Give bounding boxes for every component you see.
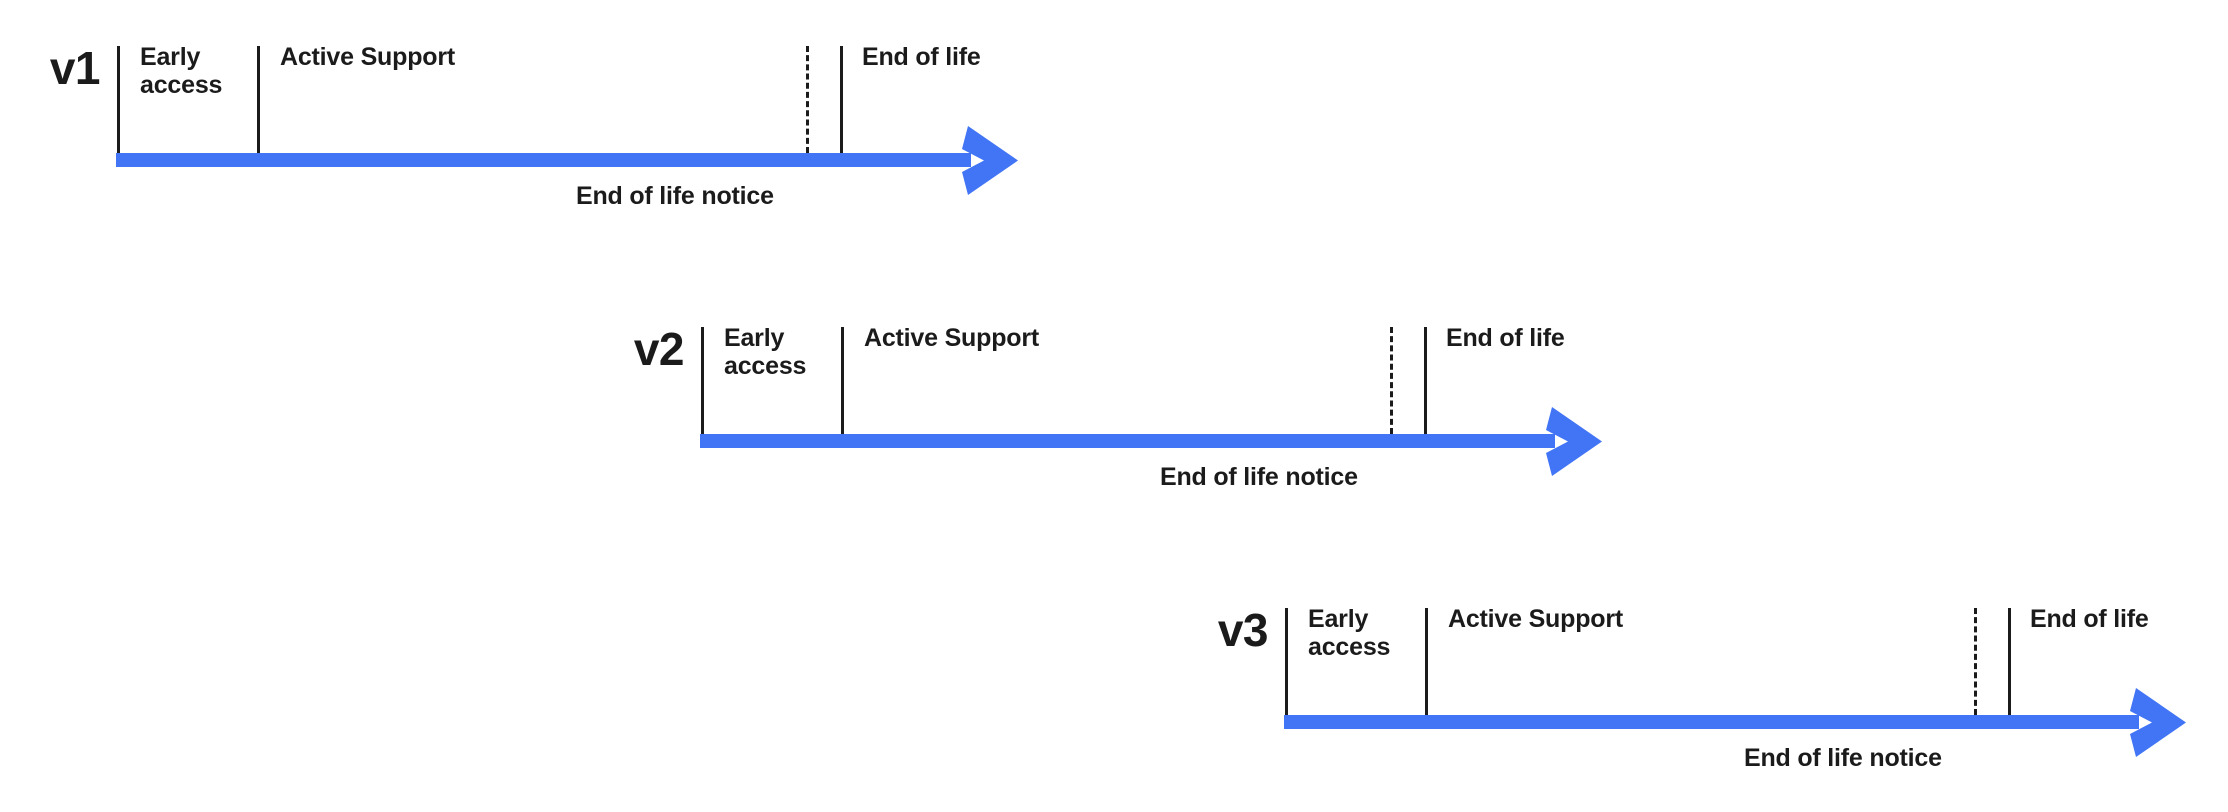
phase-label-end-of-life-v1: End of life — [862, 43, 981, 71]
phase-divider-end-of-life-start-v1 — [840, 46, 843, 153]
arrow-head-icon-v1 — [962, 126, 1018, 195]
lifetime-bar-v2 — [700, 434, 1555, 448]
phase-label-early-access-v1: Early access — [140, 43, 223, 99]
arrow-head-icon-v2 — [1546, 407, 1602, 476]
timeline-row-v1: v1 Early access Active Support End of li… — [0, 0, 2228, 230]
phase-divider-active-support-start-v2 — [841, 327, 844, 434]
timeline-row-v2: v2 Early access Active Support End of li… — [0, 281, 2228, 511]
phase-divider-eol-notice-v3 — [1974, 608, 1977, 715]
phase-label-early-access-v2: Early access — [724, 324, 807, 380]
version-label-v2: v2 — [633, 323, 685, 375]
lifetime-bar-v1 — [116, 153, 971, 167]
timeline-row-v3: v3 Early access Active Support End of li… — [0, 562, 2228, 792]
phase-divider-end-of-life-start-v3 — [2008, 608, 2011, 715]
phase-label-active-support-v1: Active Support — [280, 43, 455, 71]
arrow-head-icon-v3 — [2130, 688, 2186, 757]
eol-notice-label-v2: End of life notice — [1160, 463, 1358, 491]
phase-divider-early-access-start-v1 — [117, 46, 120, 153]
phase-label-active-support-v2: Active Support — [864, 324, 1039, 352]
phase-label-end-of-life-v2: End of life — [1446, 324, 1565, 352]
phase-divider-active-support-start-v1 — [257, 46, 260, 153]
version-label-v1: v1 — [49, 42, 101, 94]
version-label-v3: v3 — [1217, 604, 1269, 656]
phase-divider-early-access-start-v3 — [1285, 608, 1288, 715]
phase-label-end-of-life-v3: End of life — [2030, 605, 2149, 633]
phase-divider-eol-notice-v1 — [806, 46, 809, 153]
eol-notice-label-v1: End of life notice — [576, 182, 774, 210]
phase-label-active-support-v3: Active Support — [1448, 605, 1623, 633]
eol-notice-label-v3: End of life notice — [1744, 744, 1942, 772]
phase-divider-end-of-life-start-v2 — [1424, 327, 1427, 434]
phase-divider-eol-notice-v2 — [1390, 327, 1393, 434]
phase-divider-active-support-start-v3 — [1425, 608, 1428, 715]
phase-label-early-access-v3: Early access — [1308, 605, 1391, 661]
lifetime-bar-v3 — [1284, 715, 2139, 729]
phase-divider-early-access-start-v2 — [701, 327, 704, 434]
